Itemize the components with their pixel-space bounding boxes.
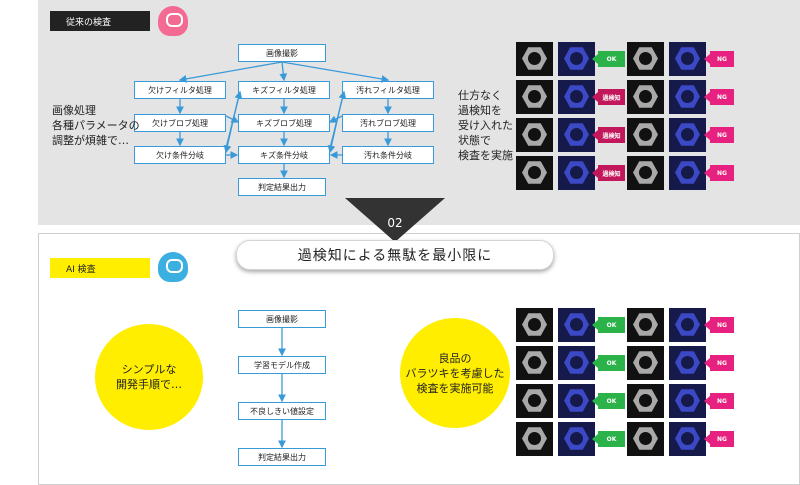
simple-steps-circle: シンプルな 開発手順で… — [95, 324, 203, 430]
node-dirt-blob: 汚れブロブ処理 — [342, 114, 434, 132]
nut-processed-image — [558, 80, 595, 114]
result-badge: NG — [704, 355, 734, 371]
nut-image — [516, 346, 553, 380]
result-badge: NG — [704, 165, 734, 181]
nut-heatmap-image — [669, 346, 706, 380]
nut-image — [516, 42, 553, 76]
nut-heatmap-image — [669, 384, 706, 418]
nut-image — [516, 118, 553, 152]
nut-image — [627, 118, 664, 152]
nut-image — [516, 308, 553, 342]
node-scratch-cond: キズ条件分岐 — [238, 146, 330, 164]
node-chip-cond: 欠け条件分岐 — [134, 146, 226, 164]
nut-image — [627, 422, 664, 456]
node-dirt-filter: 汚れフィルタ処理 — [342, 81, 434, 99]
result-badge: NG — [704, 127, 734, 143]
nut-heatmap-image — [558, 422, 595, 456]
result-badge: 過検知 — [592, 165, 625, 181]
nut-image — [516, 80, 553, 114]
nut-heatmap-image — [669, 422, 706, 456]
node-output: 判定結果出力 — [238, 178, 326, 196]
nut-image — [627, 156, 664, 190]
nut-processed-image — [558, 156, 595, 190]
note-left: 画像処理 各種パラメータの 調整が煩雑で… — [52, 104, 140, 147]
nut-image — [516, 156, 553, 190]
nut-processed-image — [669, 156, 706, 190]
nut-image — [627, 308, 664, 342]
nut-image — [516, 422, 553, 456]
ai-node-capture: 画像撮影 — [238, 310, 326, 328]
result-badge: OK — [592, 431, 625, 447]
result-badge: OK — [592, 355, 625, 371]
result-badge: OK — [592, 51, 625, 67]
nut-processed-image — [558, 42, 595, 76]
nut-heatmap-image — [669, 308, 706, 342]
step-number: 02 — [387, 216, 403, 230]
ai-node-threshold: 不良しきい値設定 — [238, 402, 326, 420]
nut-image — [627, 384, 664, 418]
nut-heatmap-image — [558, 346, 595, 380]
conventional-tag: 従来の検査 — [50, 11, 150, 31]
nut-processed-image — [558, 118, 595, 152]
result-badge: 過検知 — [592, 127, 625, 143]
variation-circle: 良品の バラツキを考慮した 検査を実施可能 — [400, 318, 510, 428]
node-dirt-cond: 汚れ条件分岐 — [342, 146, 434, 164]
result-badge: NG — [704, 431, 734, 447]
result-badge: NG — [704, 317, 734, 333]
nut-processed-image — [669, 118, 706, 152]
result-badge: NG — [704, 393, 734, 409]
ai-head-icon — [158, 252, 188, 282]
nut-processed-image — [669, 42, 706, 76]
nut-heatmap-image — [558, 384, 595, 418]
nut-heatmap-image — [558, 308, 595, 342]
nut-image — [627, 80, 664, 114]
nut-image — [627, 346, 664, 380]
node-chip-filter: 欠けフィルタ処理 — [134, 81, 226, 99]
ai-node-output: 判定結果出力 — [238, 448, 326, 466]
result-badge: NG — [704, 51, 734, 67]
ai-node-model: 学習モデル作成 — [238, 356, 326, 374]
result-badge: OK — [592, 393, 625, 409]
node-scratch-filter: キズフィルタ処理 — [238, 81, 330, 99]
nut-image — [627, 42, 664, 76]
nut-processed-image — [669, 80, 706, 114]
result-badge: 過検知 — [592, 89, 625, 105]
ai-tag: AI 検査 — [50, 258, 150, 278]
result-badge: NG — [704, 89, 734, 105]
note-right: 仕方なく 過検知を 受け入れた 状態で 検査を実施 — [458, 89, 513, 162]
node-chip-blob: 欠けブロブ処理 — [134, 114, 226, 132]
nut-image — [516, 384, 553, 418]
brain-head-icon — [158, 6, 188, 36]
result-badge: OK — [592, 317, 625, 333]
node-scratch-blob: キズブロブ処理 — [238, 114, 330, 132]
headline-banner: 過検知による無駄を最小限に — [236, 240, 554, 270]
node-capture: 画像撮影 — [238, 44, 326, 62]
